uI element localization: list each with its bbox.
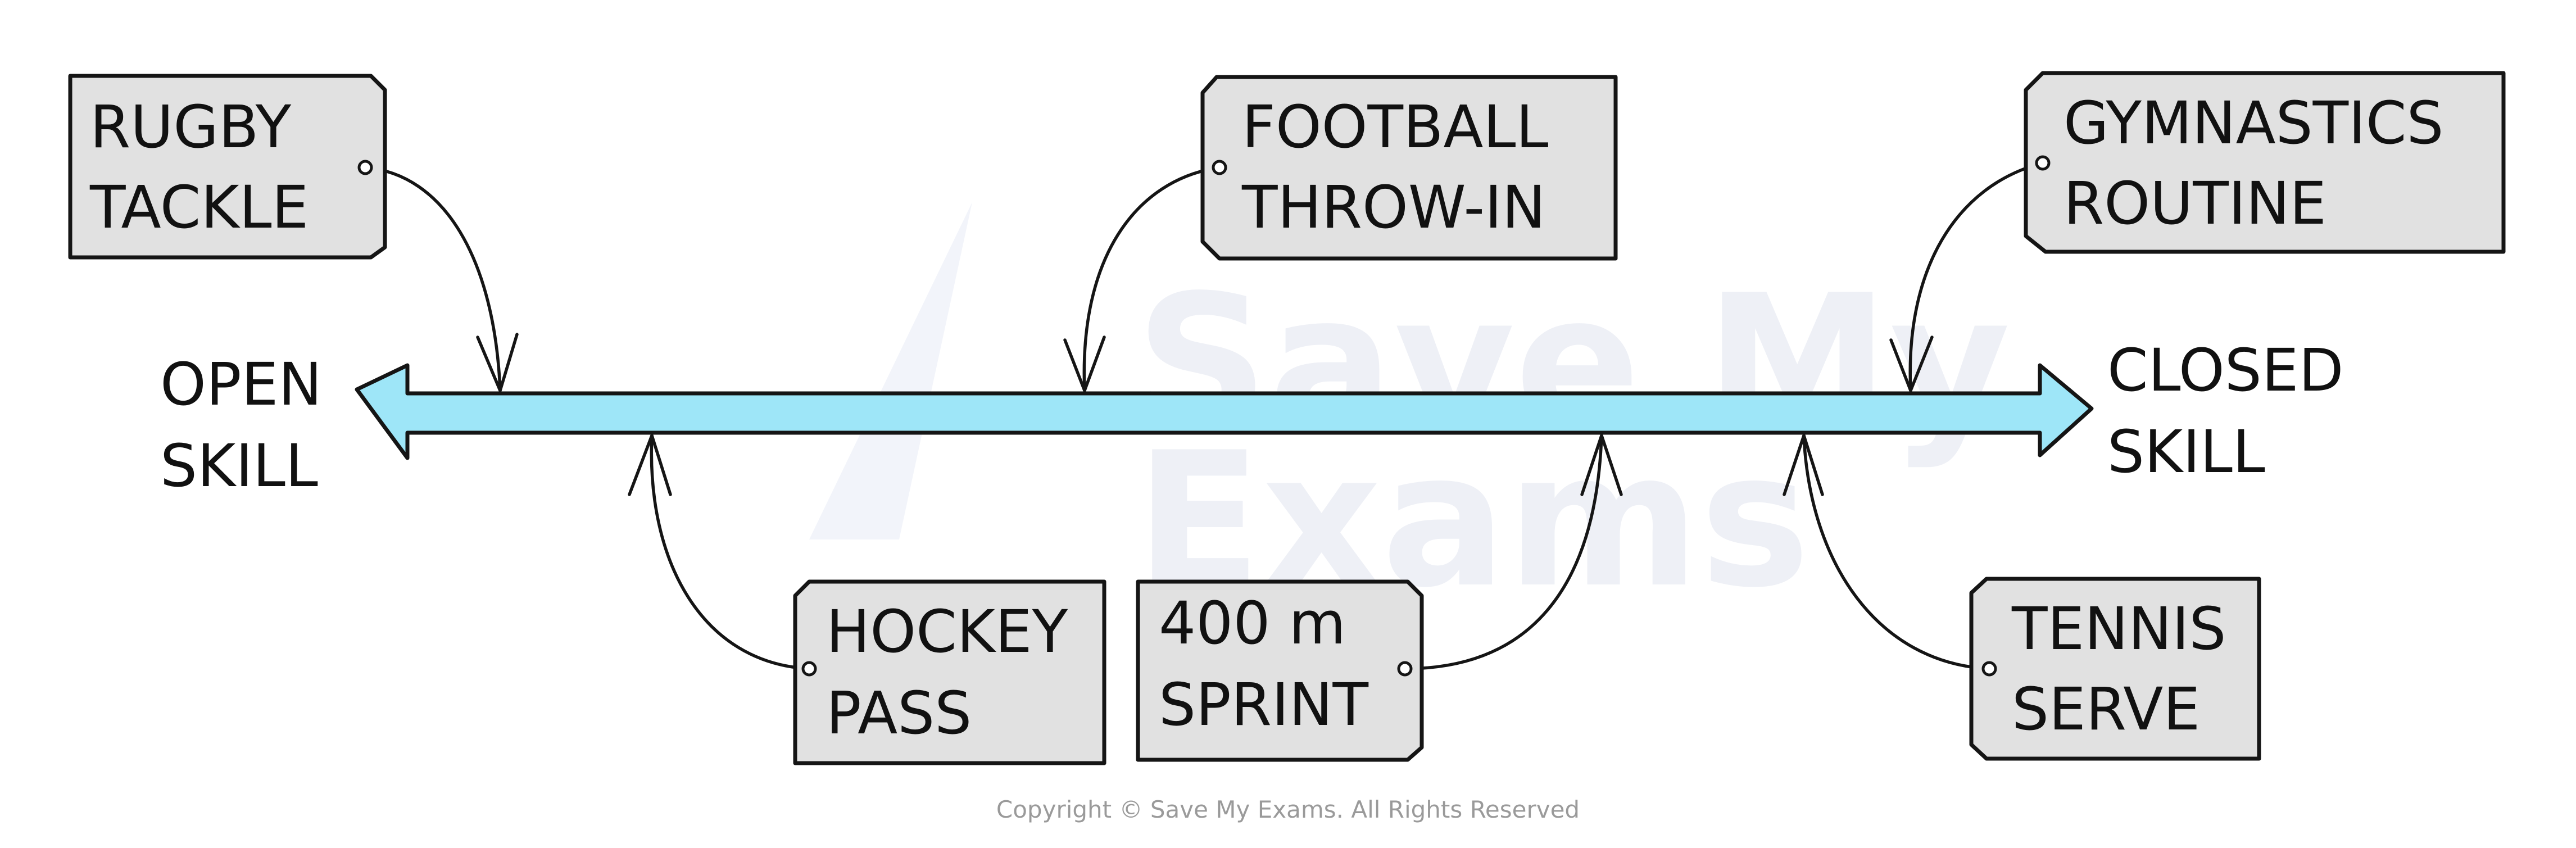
- tag-tennis-serve-card: [1969, 577, 2261, 761]
- open-skill-label-line-2: SKILL: [160, 432, 318, 500]
- tag-gymnastics-routine-card: [2024, 71, 2506, 254]
- tag-hole-icon: [1397, 661, 1413, 677]
- tag-rugby-tackle-line-2: TACKLE: [89, 173, 309, 242]
- tag-football-throw-in-line-1: FOOTBALL: [1242, 93, 1549, 161]
- closed-skill-label: CLOSED SKILL: [2107, 336, 2344, 486]
- open-skill-label: OPEN SKILL: [160, 350, 322, 500]
- tag-hole-icon: [2035, 155, 2051, 171]
- tag-gymnastics-routine: GYMNASTICS ROUTINE: [2024, 71, 2506, 254]
- football-arrowhead: [1063, 335, 1106, 392]
- tag-gymnastics-routine-line-2: ROUTINE: [2063, 169, 2326, 238]
- sprint-arrowhead: [1580, 434, 1623, 496]
- tag-rugby-tackle-line-1: RUGBY: [90, 93, 292, 161]
- tag-hole-icon: [357, 160, 373, 175]
- closed-skill-label-line-2: SKILL: [2107, 418, 2265, 486]
- tag-football-throw-in-card: [1200, 75, 1618, 261]
- tag-hockey-pass: HOCKEY PASS: [793, 579, 1106, 765]
- tag-tennis-serve-line-2: SERVE: [2012, 675, 2200, 743]
- closed-skill-label-line-1: CLOSED: [2107, 336, 2344, 405]
- tennis-connector: [1802, 434, 1991, 670]
- tag-400m-sprint-card: [1136, 579, 1424, 762]
- tag-hole-icon: [1981, 661, 1997, 677]
- tag-football-throw-in: FOOTBALL THROW-IN: [1200, 75, 1618, 261]
- tag-400m-sprint-line-1: 400 m: [1159, 589, 1346, 657]
- tag-hockey-pass-card: [793, 579, 1106, 765]
- tag-gymnastics-routine-line-1: GYMNASTICS: [2063, 89, 2443, 157]
- open-closed-continuum-arrow: [355, 363, 2094, 460]
- tag-hockey-pass-line-1: HOCKEY: [826, 597, 1068, 666]
- gymnastics-arrowhead: [1889, 335, 1934, 392]
- tennis-arrowhead: [1783, 434, 1824, 496]
- open-skill-label-line-1: OPEN: [160, 350, 322, 419]
- tag-tennis-serve: TENNIS SERVE: [1969, 577, 2261, 761]
- tag-400m-sprint: 400 m SPRINT: [1136, 579, 1424, 762]
- tag-hole-icon: [801, 661, 817, 677]
- tag-football-throw-in-line-2: THROW-IN: [1241, 173, 1545, 242]
- tag-hockey-pass-line-2: PASS: [826, 679, 972, 747]
- rugby-connector: [364, 166, 502, 392]
- connectors: [364, 161, 2044, 670]
- tag-hole-icon: [1212, 160, 1227, 175]
- tag-rugby-tackle-card: [68, 74, 387, 260]
- watermark: Save My Exams: [809, 202, 2011, 628]
- tag-tennis-serve-line-1: TENNIS: [2011, 595, 2226, 663]
- copyright-notice: Copyright © Save My Exams. All Rights Re…: [996, 796, 1580, 823]
- hockey-arrowhead: [628, 434, 672, 496]
- rugby-arrowhead: [476, 333, 519, 392]
- football-connector: [1082, 166, 1221, 392]
- watermark-line-1: Save My: [1135, 255, 2011, 471]
- watermark-logo-mark: [809, 202, 972, 539]
- tag-rugby-tackle: RUGBY TACKLE: [68, 74, 387, 260]
- gymnastics-connector: [1908, 161, 2044, 392]
- sprint-connector: [1403, 434, 1603, 670]
- tag-400m-sprint-line-2: SPRINT: [1159, 670, 1368, 739]
- hockey-connector: [650, 434, 811, 670]
